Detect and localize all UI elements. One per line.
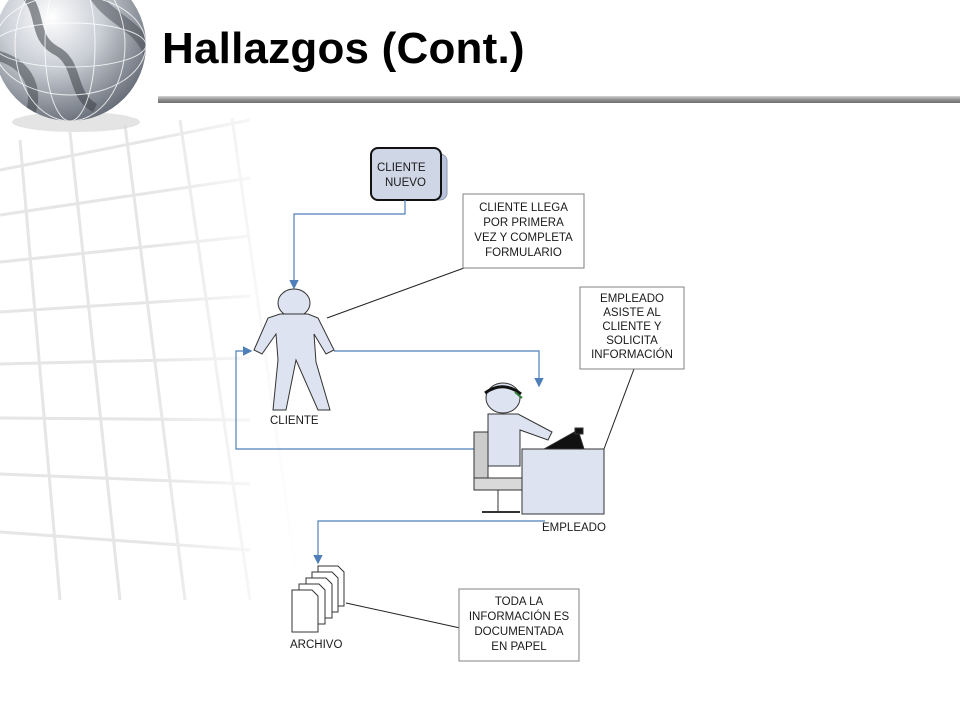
note-cliente-llega-line3: VEZ Y COMPLETA: [474, 232, 573, 244]
label-cliente: CLIENTE: [270, 415, 319, 427]
label-archivo: ARCHIVO: [290, 639, 342, 651]
note-empleado-asiste-line5: INFORMACIÓN: [591, 348, 673, 361]
note-empleado-asiste: EMPLEADO ASISTE AL CLIENTE Y SOLICITA IN…: [579, 286, 685, 370]
note-documentada-line4: EN PAPEL: [491, 641, 547, 653]
note-documentada-line2: INFORMACIÓN ES: [469, 610, 570, 623]
connector-empleado-to-archivo: [313, 520, 545, 565]
callout-line-cliente: [326, 267, 465, 319]
note-cliente-llega: CLIENTE LLEGA POR PRIMERA VEZ Y COMPLETA…: [462, 193, 585, 269]
start-node-cliente-nuevo: CLIENTE NUEVO: [370, 147, 448, 201]
note-empleado-asiste-line4: SOLICITA: [606, 335, 658, 347]
cliente-person-icon: [253, 288, 335, 411]
note-cliente-llega-line4: FORMULARIO: [485, 247, 562, 259]
callout-line-archivo: [345, 602, 461, 629]
note-documentada-line3: DOCUMENTADA: [474, 626, 564, 638]
note-documentada: TODA LA INFORMACIÓN ES DOCUMENTADA EN PA…: [458, 588, 580, 662]
note-empleado-asiste-line1: EMPLEADO: [600, 293, 664, 305]
slide-title: Hallazgos (Cont.): [162, 24, 525, 73]
globe-logo: [0, 0, 146, 132]
note-cliente-llega-line1: CLIENTE LLEGA: [479, 202, 568, 214]
archivo-documents-icon: [291, 565, 345, 633]
note-empleado-asiste-line2: ASISTE AL: [603, 307, 661, 319]
start-node-line1: CLIENTE: [377, 162, 426, 174]
connector-cliente-to-empleado: [334, 350, 544, 388]
start-node-line2: NUEVO: [385, 177, 426, 189]
note-cliente-llega-line2: POR PRIMERA: [483, 217, 564, 229]
callout-line-empleado: [603, 368, 635, 450]
label-empleado: EMPLEADO: [542, 522, 606, 534]
note-empleado-asiste-line3: CLIENTE Y: [602, 321, 662, 333]
empleado-desk-icon: [473, 382, 605, 515]
note-documentada-line1: TODA LA: [495, 596, 544, 608]
connector-empleado-to-cliente: [235, 346, 476, 450]
title-divider: [158, 96, 960, 103]
connector-start-to-cliente: [289, 200, 406, 290]
